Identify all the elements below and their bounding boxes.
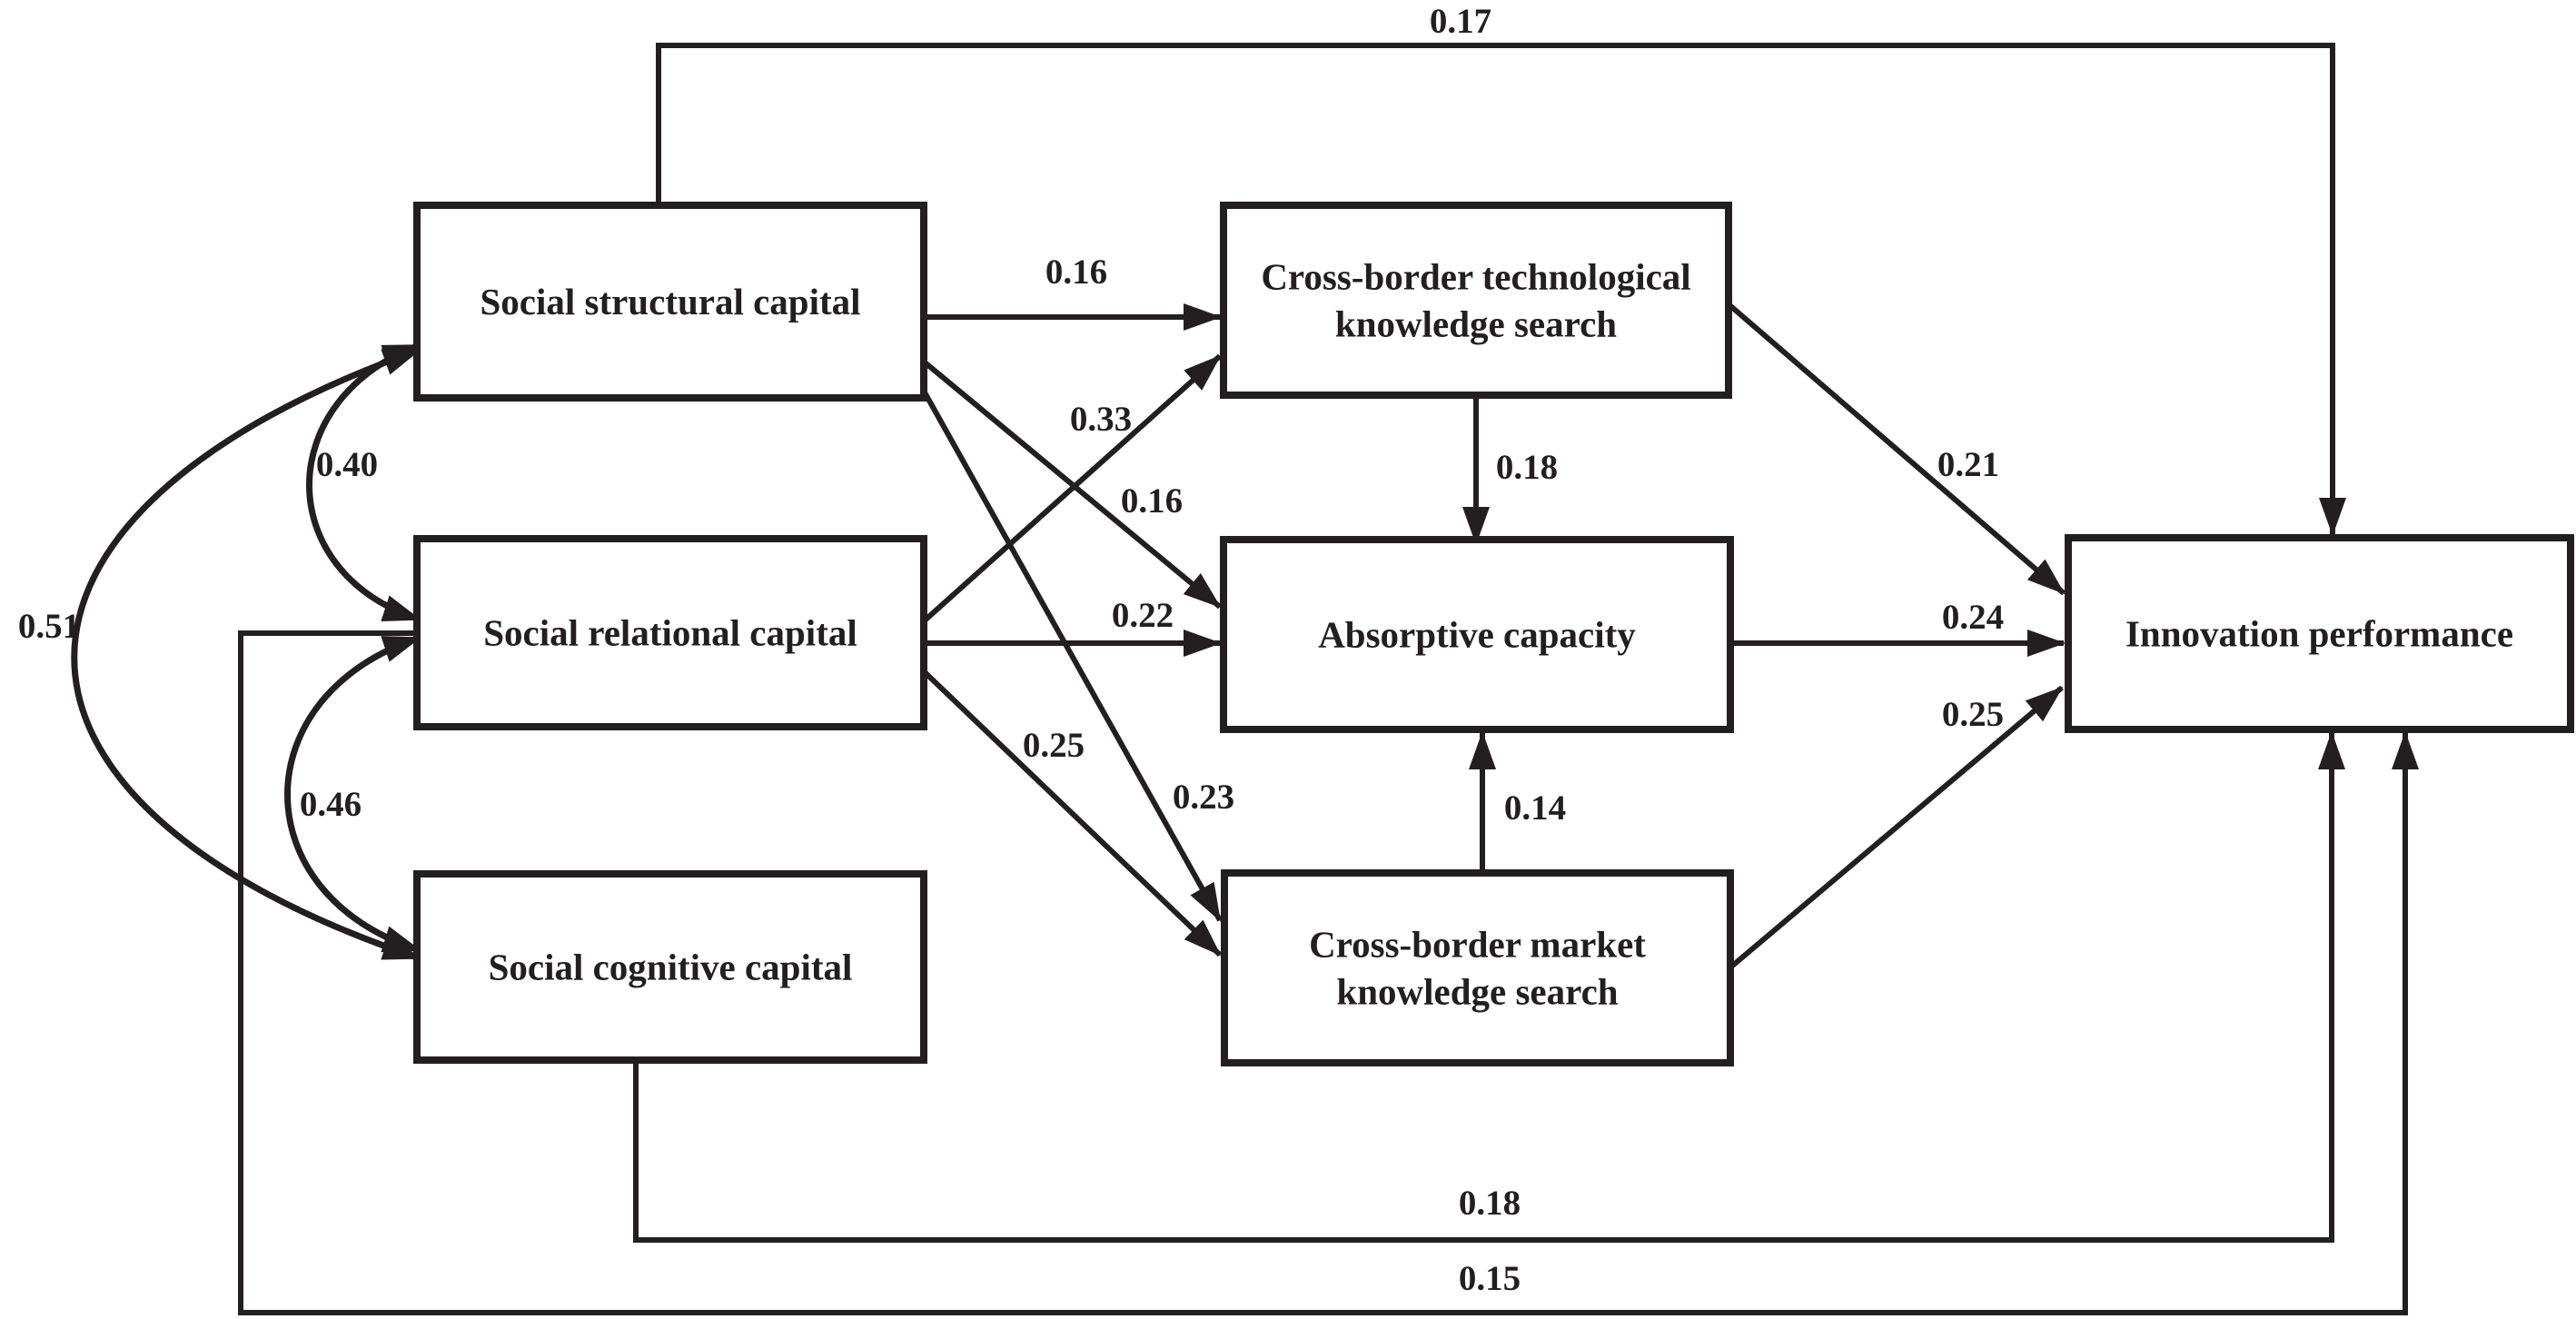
node-absorptive-capacity: Absorptive capacity	[1220, 536, 1734, 733]
innovation-performance-label: Innovation performance	[2125, 613, 2513, 655]
path-coefficient-label: 0.16	[1045, 253, 1107, 292]
cross-border-market-knowledge-search-box	[1221, 869, 1734, 1066]
path-coefficient-label: 0.14	[1504, 788, 1566, 828]
path-coefficient-label: 0.16	[1121, 481, 1183, 521]
correlation-social-structural-capital--social-cognitive-capital	[71, 346, 421, 962]
node-social-cognitive-capital: Social cognitive capital	[413, 870, 927, 1064]
social-relational-capital-box	[413, 535, 927, 730]
path-coefficient-label: 0.15	[1459, 1259, 1521, 1298]
social-structural-capital-label: Social structural capital	[480, 281, 860, 322]
path-coefficient-label: 0.22	[1112, 596, 1174, 635]
social-relational-capital-label: Social relational capital	[483, 612, 857, 654]
path-coefficient-label: 0.17	[1430, 2, 1491, 41]
cross-border-technological-knowledge-search-box	[1220, 202, 1732, 399]
path-coefficient-label: 0.25	[1023, 726, 1085, 765]
absorptive-capacity-label: Absorptive capacity	[1318, 614, 1636, 656]
correlation-coefficient-label: 0.40	[316, 445, 378, 484]
correlation-coefficient-label: 0.51	[18, 607, 80, 646]
path-coefficient-label: 0.25	[1942, 695, 2004, 734]
path-coefficient-label: 0.24	[1942, 598, 2004, 637]
correlation-social-relational-capital--social-cognitive-capital	[284, 634, 421, 954]
path-coefficient-label: 0.18	[1496, 448, 1558, 487]
path-social-relational-capital-to-innovation-performance	[238, 630, 2419, 1315]
correlation-social-structural-capital--social-relational-capital	[306, 342, 421, 623]
path-social-structural-capital-to-innovation-performance	[656, 43, 2346, 536]
path-social-relational-capital-to-cross-border-market-knowledge-search	[922, 669, 1223, 957]
path-cross-border-market-knowledge-search-to-innovation-performance	[1729, 685, 2064, 970]
path-social-relational-capital-to-cross-border-technological-knowledge-search	[922, 353, 1223, 623]
path-coefficient-label: 0.33	[1070, 400, 1132, 439]
path-cross-border-technological-knowledge-search-to-innovation-performance	[1727, 302, 2066, 596]
path-coefficient-label: 0.23	[1173, 778, 1234, 817]
path-social-structural-capital-to-absorptive-capacity	[922, 359, 1222, 610]
path-coefficient-label: 0.21	[1937, 445, 1999, 484]
node-social-relational-capital: Social relational capital	[413, 535, 927, 730]
node-innovation-performance: Innovation performance	[2065, 534, 2574, 733]
path-social-cognitive-capital-to-innovation-performance	[633, 731, 2345, 1243]
node-social-structural-capital: Social structural capital	[413, 202, 927, 402]
social-cognitive-capital-label: Social cognitive capital	[489, 947, 853, 988]
social-cognitive-capital-box	[413, 870, 927, 1064]
absorptive-capacity-box	[1220, 536, 1734, 733]
innovation-performance-box	[2065, 534, 2574, 733]
path-coefficient-label: 0.18	[1459, 1184, 1521, 1223]
correlation-coefficient-label: 0.46	[300, 785, 362, 824]
path-social-structural-capital-to-cross-border-market-knowledge-search	[922, 391, 1223, 922]
social-structural-capital-box	[413, 202, 927, 402]
